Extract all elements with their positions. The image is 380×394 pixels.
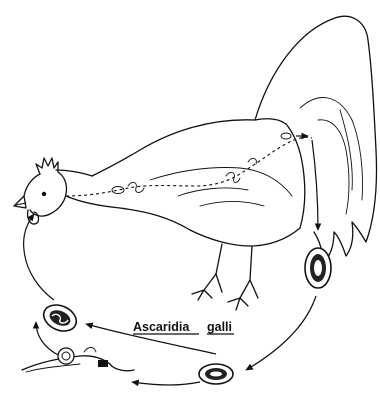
species-label-genus: Ascaridia	[133, 320, 190, 334]
species-label: Ascaridia galli	[133, 320, 234, 334]
egg-stage-faeces	[305, 248, 331, 288]
egg-stage-embryonating	[199, 364, 233, 384]
species-label-species: galli	[207, 320, 232, 334]
egg-stage-infective	[40, 300, 81, 336]
larva-worm-illustration	[22, 348, 134, 373]
internal-migration-path	[66, 133, 312, 196]
